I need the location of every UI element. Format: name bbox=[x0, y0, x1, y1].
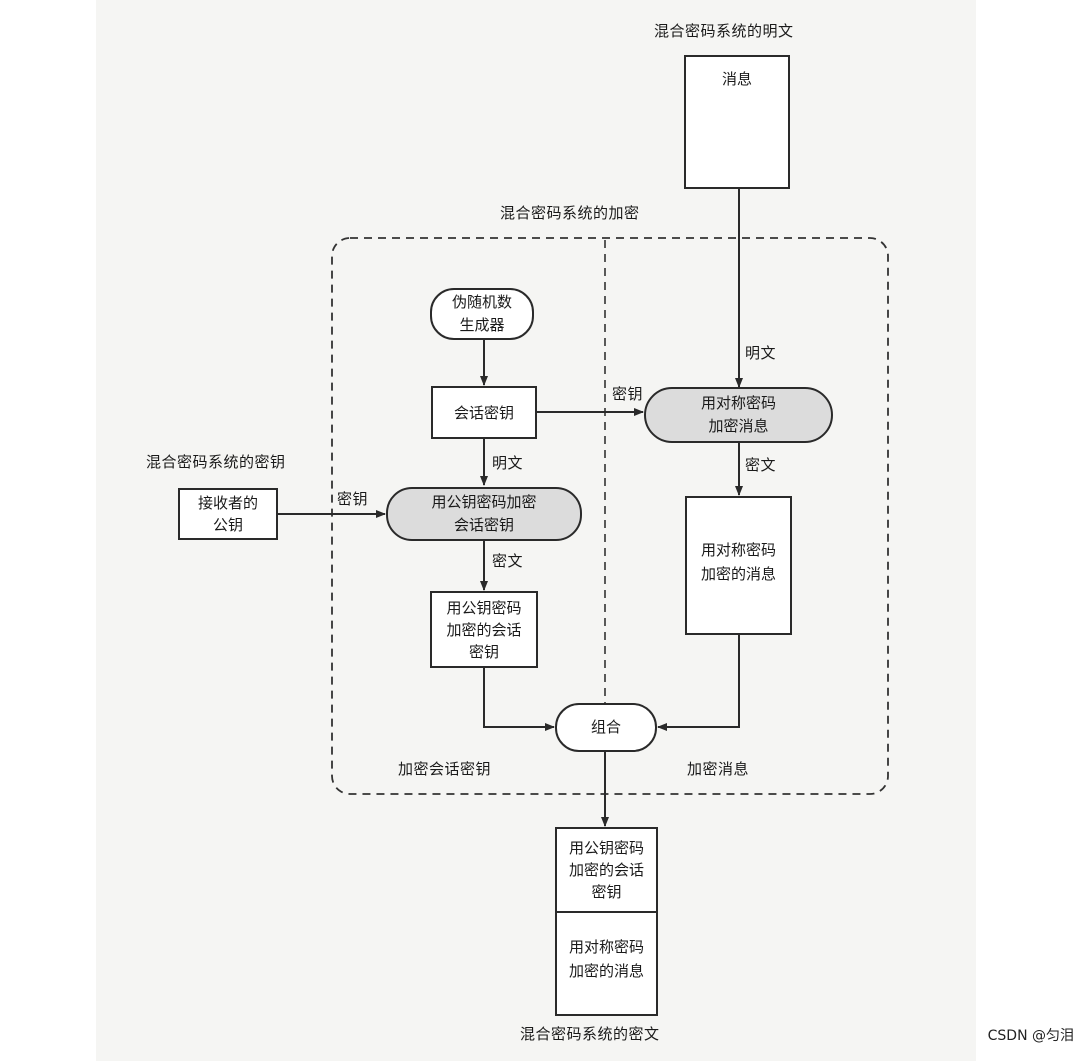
watermark: CSDN @匀泪 bbox=[987, 1028, 1074, 1044]
edge-label-key-sym: 密钥 bbox=[612, 385, 644, 403]
sym-encrypt-node: 用对称密码 加密消息 bbox=[644, 387, 833, 443]
encryption-title: 混合密码系统的加密 bbox=[500, 204, 640, 222]
key-title: 混合密码系统的密钥 bbox=[146, 453, 286, 471]
output-session-key-box: 用公钥密码 加密的会话 密钥 bbox=[555, 827, 658, 913]
edge-label-pk-ciphertext: 密文 bbox=[492, 552, 524, 570]
arrow-encsession-to-combine bbox=[483, 668, 555, 731]
prng-node: 伪随机数 生成器 bbox=[430, 288, 534, 340]
region-label-right: 加密消息 bbox=[687, 760, 750, 778]
edge-label-plaintext-sym: 明文 bbox=[745, 344, 777, 362]
edge-label-session-plaintext: 明文 bbox=[492, 454, 524, 472]
plaintext-title: 混合密码系统的明文 bbox=[654, 22, 794, 40]
receiver-pubkey-box: 接收者的 公钥 bbox=[178, 488, 278, 540]
session-key-box: 会话密钥 bbox=[431, 386, 537, 439]
pk-encrypt-node: 用公钥密码加密 会话密钥 bbox=[386, 487, 582, 541]
region-label-left: 加密会话密钥 bbox=[398, 760, 492, 778]
encryption-region-border bbox=[331, 237, 889, 795]
output-message-box: 用对称密码 加密的消息 bbox=[555, 911, 658, 1016]
encrypted-message-box: 用对称密码 加密的消息 bbox=[685, 496, 792, 635]
ciphertext-title: 混合密码系统的密文 bbox=[520, 1025, 660, 1043]
message-box: 消息 bbox=[684, 55, 790, 189]
edge-label-pubkey-key: 密钥 bbox=[337, 490, 369, 508]
encrypted-session-key-box: 用公钥密码 加密的会话 密钥 bbox=[430, 591, 538, 668]
combine-node: 组合 bbox=[555, 703, 657, 752]
arrow-encmsg-to-combine bbox=[657, 635, 740, 731]
edge-label-sym-ciphertext: 密文 bbox=[745, 456, 777, 474]
